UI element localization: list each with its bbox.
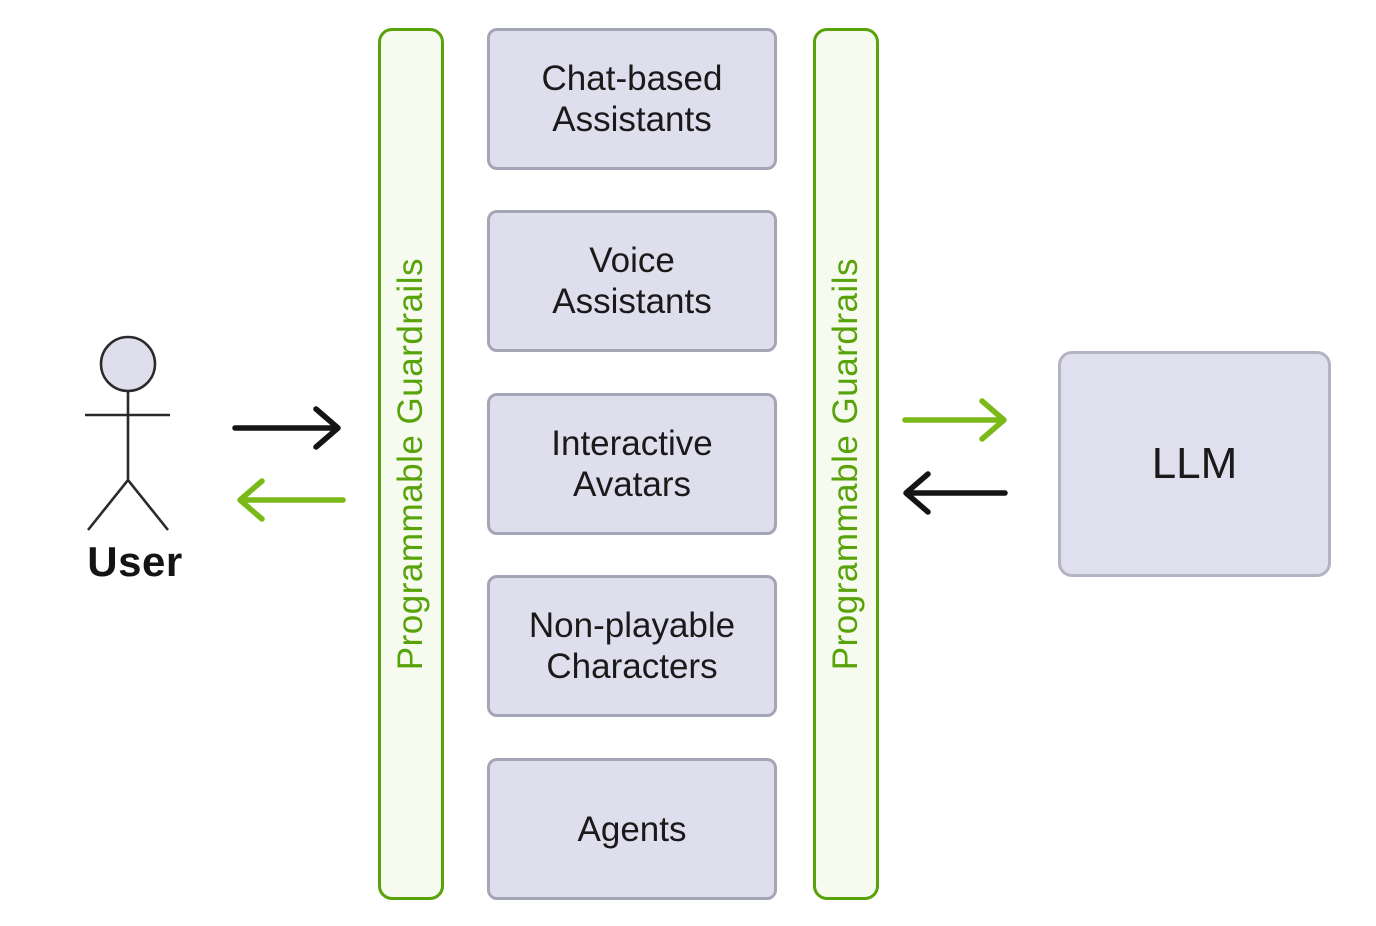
app-box-chat-based-assistants: Chat-based Assistants bbox=[487, 28, 777, 170]
app-box-label: Voice Assistants bbox=[552, 241, 712, 321]
arrow-user-to-guardrails-icon bbox=[232, 406, 341, 450]
app-box-label: Chat-based Assistants bbox=[541, 59, 723, 139]
app-box-interactive-avatars: Interactive Avatars bbox=[487, 393, 777, 535]
user-figure-icon bbox=[85, 335, 170, 531]
app-box-label: Interactive Avatars bbox=[551, 424, 713, 504]
guardrail-left-bar: Programmable Guardrails bbox=[378, 28, 444, 900]
arrow-guardrails-to-llm-icon bbox=[902, 398, 1007, 442]
app-box-label: Agents bbox=[577, 809, 687, 849]
guardrail-right-bar: Programmable Guardrails bbox=[813, 28, 879, 900]
arrow-guardrails-to-user-icon bbox=[237, 478, 346, 522]
app-box-label: Non-playable Characters bbox=[528, 606, 736, 686]
guardrail-left-label: Programmable Guardrails bbox=[391, 257, 430, 671]
app-box-voice-assistants: Voice Assistants bbox=[487, 210, 777, 352]
app-box-non-playable-characters: Non-playable Characters bbox=[487, 575, 777, 717]
llm-box: LLM bbox=[1058, 351, 1331, 577]
arrow-llm-to-guardrails-icon bbox=[903, 471, 1008, 515]
llm-label: LLM bbox=[1151, 439, 1238, 488]
app-box-agents: Agents bbox=[487, 758, 777, 900]
user-label: User bbox=[87, 538, 183, 585]
guardrail-right-label: Programmable Guardrails bbox=[826, 257, 865, 671]
